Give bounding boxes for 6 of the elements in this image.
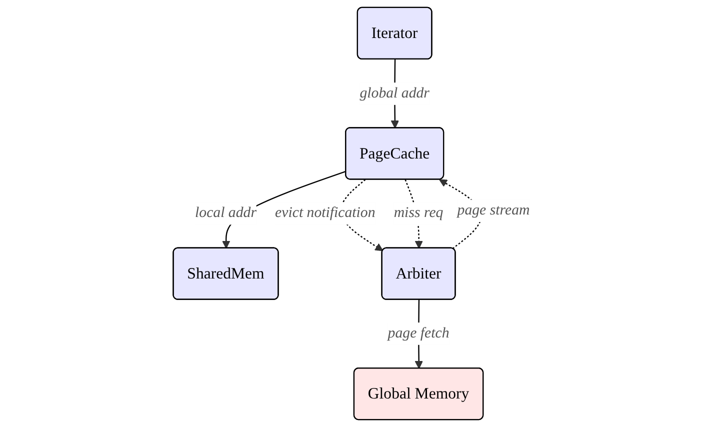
- edge-label: global addr: [360, 85, 430, 102]
- edge-label: evict notification: [275, 205, 376, 221]
- edge-label: miss req: [394, 205, 444, 221]
- edge-label: page stream: [457, 202, 530, 218]
- edge-label: local addr: [195, 205, 256, 221]
- edge-label: page fetch: [388, 325, 450, 342]
